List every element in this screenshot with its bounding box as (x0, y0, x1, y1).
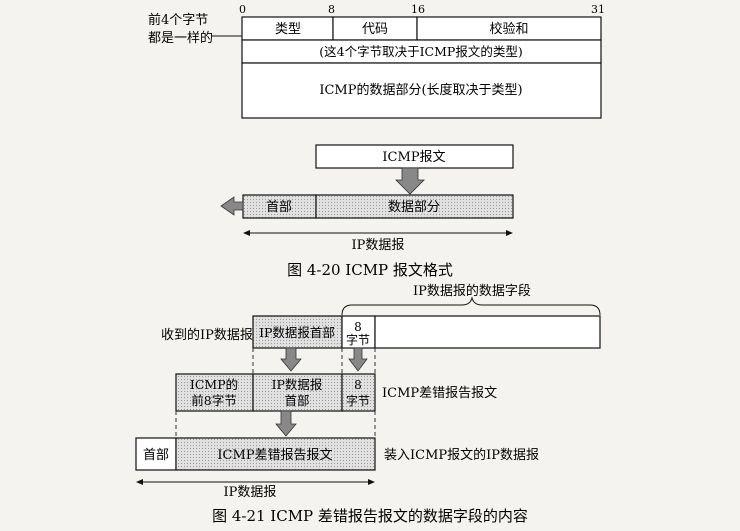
received-bytes-label: 字节 (346, 332, 370, 347)
error-ip-header-line1: IP数据报 (272, 377, 323, 392)
encapsulate-arrow (395, 167, 425, 195)
header-note-line1: 前4个字节 (148, 12, 208, 28)
field-icmp-data (241, 62, 602, 119)
bit-number-8: 8 (328, 3, 335, 16)
dashed-guides (175, 348, 376, 438)
icmp-error-figure: IP数据报的数据字段 收到的IP数据报 IP数据报首部 8 字节 ICMP的 前… (135, 283, 601, 525)
received-eight-bytes-box (341, 315, 376, 349)
error-ip-header-box (252, 373, 343, 412)
icmp-error-row-label: ICMP差错报告报文 (382, 386, 497, 401)
error-eight-bytes-box (341, 373, 376, 412)
left-arrow (220, 196, 244, 216)
container-header-box (135, 437, 177, 471)
error-eight-label: 8 (354, 378, 362, 392)
ip-data-label: 数据部分 (388, 200, 440, 215)
icmp-message-label: ICMP报文 (382, 150, 445, 165)
received-eight-label: 8 (354, 320, 362, 334)
header-note-line2: 都是一样的 (148, 30, 213, 46)
error-bytes-label: 字节 (346, 393, 370, 408)
container-header-label: 首部 (143, 448, 169, 463)
received-ip-label: 收到的IP数据报 (161, 327, 253, 343)
container-icmp-label: ICMP差错报告报文 (217, 448, 332, 463)
copy-header-arrow (280, 347, 302, 372)
field-type-dependent-label: (这4个字节取决于ICMP报文的类型) (319, 44, 522, 59)
container-span-arrowhead-left (136, 479, 143, 485)
ip-header-label: 首部 (266, 200, 292, 215)
received-ip-header-label: IP数据报首部 (259, 325, 335, 340)
span-arrowhead-left (243, 230, 250, 236)
container-icmp-box (175, 437, 376, 471)
container-span-arrowhead-right (368, 479, 375, 485)
encapsulate-error-arrow (275, 410, 297, 437)
figure-4-20-caption: 图 4-20 ICMP 报文格式 (287, 261, 453, 279)
copy-eight-bytes-arrow (348, 347, 368, 372)
container-ip-datagram-label: IP数据报 (224, 485, 277, 500)
field-code-label: 代码 (362, 22, 388, 37)
span-arrowhead-right (506, 230, 513, 236)
bit-number-31: 31 (591, 3, 605, 16)
icmp-first-eight-box (175, 373, 254, 412)
container-label: 装入ICMP报文的IP数据报 (384, 447, 539, 463)
received-ip-rest-box (374, 315, 601, 349)
error-ip-header-line2: 首部 (284, 393, 309, 408)
ip-datagram-label: IP数据报 (352, 238, 405, 253)
icmp-first-eight-line2: 前8字节 (191, 393, 236, 408)
field-checksum-label: 校验和 (489, 21, 528, 37)
ip-data-field-label: IP数据报的数据字段 (413, 283, 531, 299)
field-icmp-data-label: ICMP的数据部分(长度取决于类型) (319, 82, 522, 98)
field-type-label: 类型 (275, 22, 301, 37)
bit-number-16: 16 (411, 3, 425, 16)
ip-data-box (315, 194, 514, 219)
ip-data-field-brace (341, 296, 601, 316)
icmp-format-figure: 前4个字节 都是一样的 0 8 16 31 类型 代码 校验和 (这4个字节取决… (148, 3, 605, 279)
icmp-first-eight-line1: ICMP的 (190, 377, 238, 392)
figure-4-21-caption: 图 4-21 ICMP 差错报告报文的数据字段的内容 (212, 507, 528, 525)
bit-number-0: 0 (239, 3, 246, 16)
